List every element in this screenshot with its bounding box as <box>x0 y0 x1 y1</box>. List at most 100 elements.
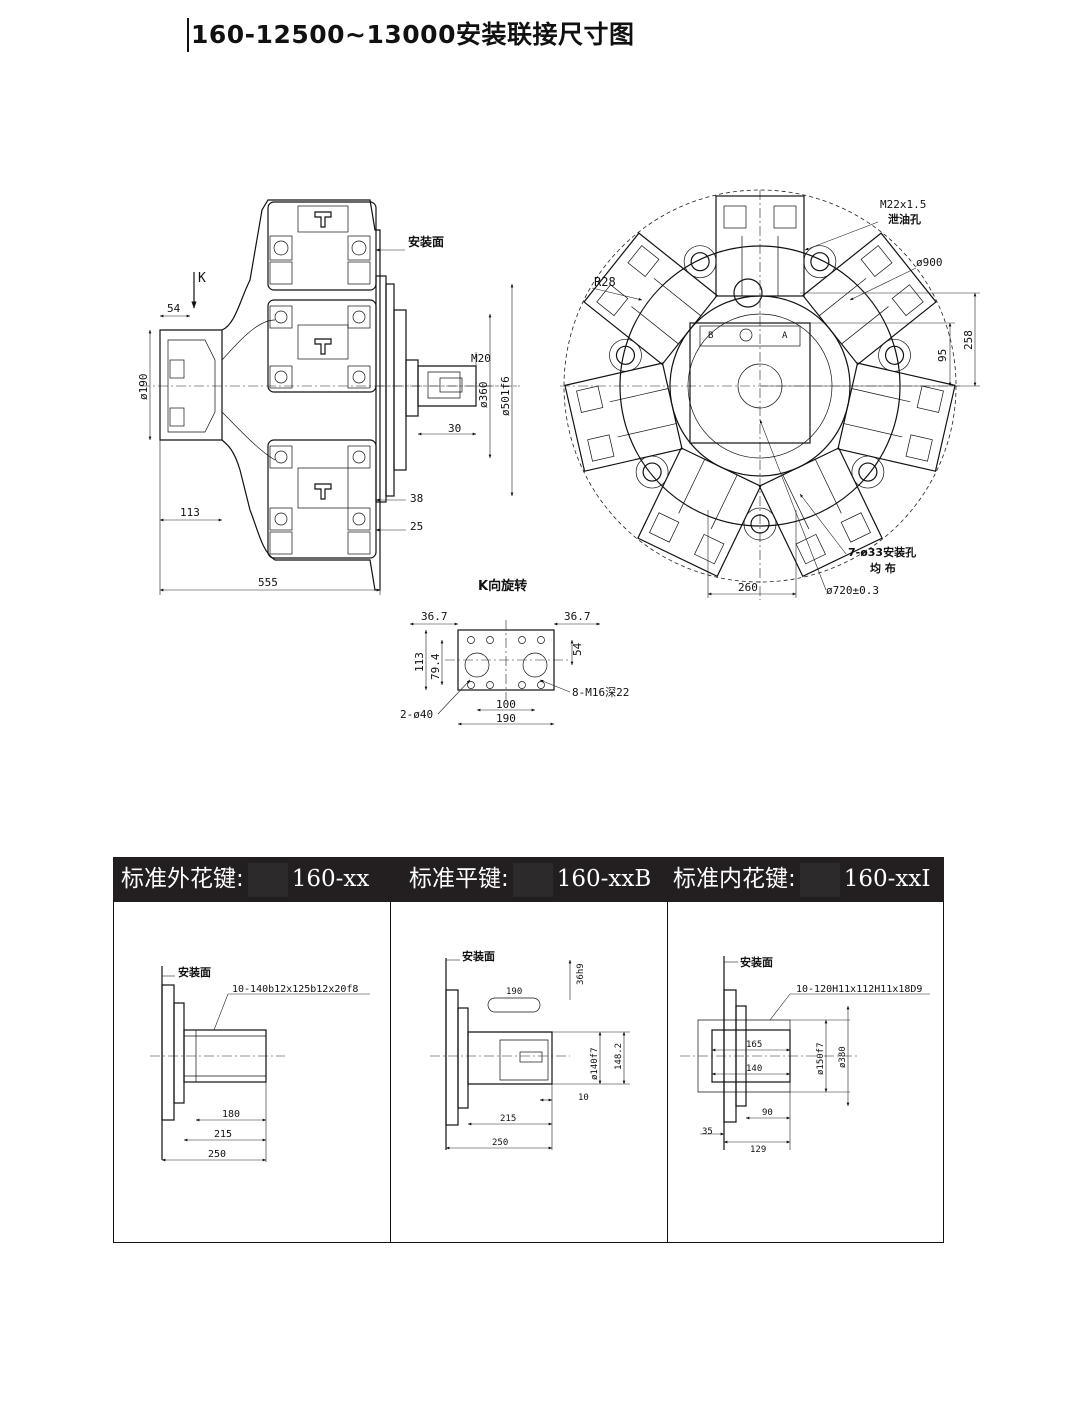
dim-25: 25 <box>410 520 423 533</box>
table-divider <box>390 902 391 1242</box>
header-code: 160-xx <box>291 866 370 892</box>
k-view-title: K向旋转 <box>478 578 527 594</box>
bolt-hole <box>642 462 662 482</box>
key-dim-215: 215 <box>500 1114 516 1124</box>
cylinder-arm <box>564 362 683 472</box>
cylinder-arm <box>837 362 956 472</box>
dim-555: 555 <box>258 576 278 589</box>
bolt-hole <box>858 462 878 482</box>
bolt-boss <box>609 338 642 372</box>
spline-ext-drawing: 安装面 10-140b12x125b12x20f8 180 215 250 <box>150 965 370 1162</box>
spline-int-dim-129: 129 <box>750 1145 766 1155</box>
bolt-hole <box>750 514 770 534</box>
header-key: 标准平键: 160-xxB <box>409 857 651 902</box>
thread-label: M22x1.5 <box>880 198 926 211</box>
header-label: 标准外花键: <box>121 866 244 892</box>
spline-int-dim-150f7: ø150f7 <box>816 1042 826 1075</box>
spline-int-dim-380: ø380 <box>838 1046 848 1068</box>
header-label: 标准平键: <box>409 866 509 892</box>
spline-int-spec: 10-120H11x112H11x18D9 <box>796 984 922 995</box>
spline-int-drawing: 安装面 10-120H11x112H11x18D9 165 140 ø150f7… <box>680 955 930 1155</box>
dim-501f6: ø501f6 <box>499 376 512 416</box>
key-dim-190: 190 <box>506 987 522 997</box>
k-view-marker: K <box>198 271 206 286</box>
spline-ext-mount-label: 安装面 <box>178 965 211 979</box>
dim-54: 54 <box>167 302 181 315</box>
bolt-hole <box>810 252 830 272</box>
key-dim-36h9: 36h9 <box>576 963 586 985</box>
dim-100: 100 <box>496 698 516 711</box>
page-title: 160-12500~13000安装联接尺寸图 <box>187 18 634 52</box>
dim-260: 260 <box>738 581 758 594</box>
header-code: 160-xxI <box>843 866 931 892</box>
table-body <box>113 902 944 1243</box>
cylinder-bottom <box>267 439 377 559</box>
key-drawing: 安装面 190 36h9 ø140f7 148.2 10 215 250 <box>430 949 630 1150</box>
key-dim-140f7: ø140f7 <box>590 1047 600 1080</box>
dim-113-k: 113 <box>413 652 426 672</box>
radius-r28: R28 <box>594 275 616 289</box>
side-view: 54 ø190 113 555 K 安装面 M20 ø360 ø501f6 30… <box>137 199 520 595</box>
header-label: 标准内花键: <box>673 866 796 892</box>
header-code: 160-xxB <box>556 866 652 892</box>
spline-int-dim-165: 165 <box>746 1040 762 1050</box>
dim-258: 258 <box>962 330 975 350</box>
even-spacing-label: 均 布 <box>870 561 896 575</box>
cylinder-arm <box>637 447 762 578</box>
bolt-boss <box>851 455 885 489</box>
spline-int-mount-label: 安装面 <box>740 955 773 969</box>
dim-79-4: 79.4 <box>429 653 442 680</box>
dim-113: 113 <box>180 506 200 519</box>
dim-95: 95 <box>936 349 949 362</box>
bolt-boss <box>635 455 669 489</box>
key-dim-148-2: 148.2 <box>614 1043 624 1070</box>
header-spline-ext: 标准外花键: 160-xx <box>121 857 369 902</box>
mount-holes-label: 7-ø33安装孔 <box>848 545 916 559</box>
spline-ext-dim-180: 180 <box>222 1109 240 1120</box>
drain-port <box>733 278 763 308</box>
drain-label: 泄油孔 <box>888 212 921 226</box>
bolt-boss <box>683 245 717 279</box>
bolt-boss <box>743 507 777 541</box>
spline-int-dim-140: 140 <box>746 1064 762 1074</box>
bolt-hole <box>615 345 636 365</box>
bolt-boss <box>803 245 837 279</box>
dim-36-7-left: 36.7 <box>421 610 448 623</box>
table-divider <box>667 902 668 1242</box>
mount-face-label: 安装面 <box>408 234 444 249</box>
dim-2-40: 2-ø40 <box>400 708 433 721</box>
table-header: 标准外花键: 160-xx 标准平键: 160-xxB 标准内花键: 160-xxI <box>113 857 944 902</box>
spline-int-dim-35: 35 <box>702 1127 713 1137</box>
bolt-hole <box>884 345 905 365</box>
port-b-label: B <box>708 331 713 341</box>
dim-30: 30 <box>448 422 461 435</box>
front-view: B A M22x1.5 泄油孔 ø900 R28 258 95 260 7-ø3… <box>560 189 980 600</box>
cylinder-arm <box>758 447 883 578</box>
cylinder-arm <box>802 232 937 366</box>
dim-54-k: 54 <box>571 642 584 656</box>
dim-190: ø190 <box>137 374 150 401</box>
bolt-boss <box>878 338 911 372</box>
port-a-label: A <box>782 331 788 341</box>
dim-8-m16: 8-M16深22 <box>572 686 629 699</box>
header-spline-int: 标准内花键: 160-xxI <box>673 857 930 902</box>
mount-holes <box>609 245 911 541</box>
dim-m20: M20 <box>471 352 491 365</box>
dim-720: ø720±0.3 <box>826 584 879 597</box>
spline-ext-spec: 10-140b12x125b12x20f8 <box>232 984 358 995</box>
cylinder-arm <box>715 195 805 297</box>
cylinder-middle <box>267 299 377 393</box>
key-mount-label: 安装面 <box>462 949 495 963</box>
spline-ext-dim-215: 215 <box>214 1129 232 1140</box>
spline-ext-dim-250: 250 <box>208 1149 226 1160</box>
spline-int-dim-90: 90 <box>762 1108 773 1118</box>
k-view: K向旋转 36.7 36.7 113 79.4 54 2-ø40 8-M16深2… <box>400 578 629 726</box>
dim-38: 38 <box>410 492 423 505</box>
key-dim-250: 250 <box>492 1138 508 1148</box>
dim-36-7-right: 36.7 <box>564 610 591 623</box>
dim-900: ø900 <box>916 256 943 269</box>
bolt-hole <box>690 252 710 272</box>
dim-190-k: 190 <box>496 712 516 725</box>
key-dim-10: 10 <box>578 1093 589 1103</box>
